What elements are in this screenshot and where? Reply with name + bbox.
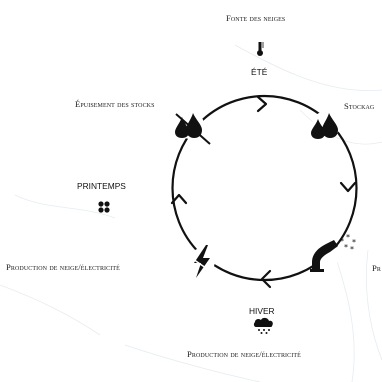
arrow-right — [339, 181, 357, 193]
svg-text:*: * — [352, 238, 356, 247]
label-storage: Stockag — [344, 101, 375, 111]
label-production-bottom: Production de neige/électricité — [187, 349, 301, 359]
arrow-left — [170, 193, 188, 205]
svg-text:*: * — [344, 243, 348, 252]
snow-cannon-icon: * * * * * — [309, 233, 356, 272]
thermometer-icon — [257, 42, 264, 56]
season-spring: PRINTEMPS — [77, 181, 126, 191]
arrow-bottom — [260, 269, 272, 289]
season-winter: HIVER — [249, 306, 275, 316]
label-production-right: Pr — [372, 263, 381, 273]
snow-cloud-icon — [253, 317, 273, 334]
label-stock-depletion: Épuisement des stocks — [75, 99, 155, 109]
lightning-icon — [189, 245, 217, 278]
label-production-left: Production de neige/électricité — [6, 262, 120, 272]
arrow-top — [256, 95, 268, 113]
background-map-lines — [0, 44, 382, 382]
flower-icon — [98, 201, 110, 213]
water-drops-icon — [311, 111, 340, 139]
water-drops-icon — [175, 111, 211, 145]
svg-text:*: * — [350, 245, 354, 254]
season-summer: ÉTÉ — [251, 67, 268, 77]
label-snowmelt: Fonte des neiges — [226, 13, 286, 23]
svg-text:*: * — [346, 233, 350, 242]
svg-text:*: * — [340, 237, 344, 246]
